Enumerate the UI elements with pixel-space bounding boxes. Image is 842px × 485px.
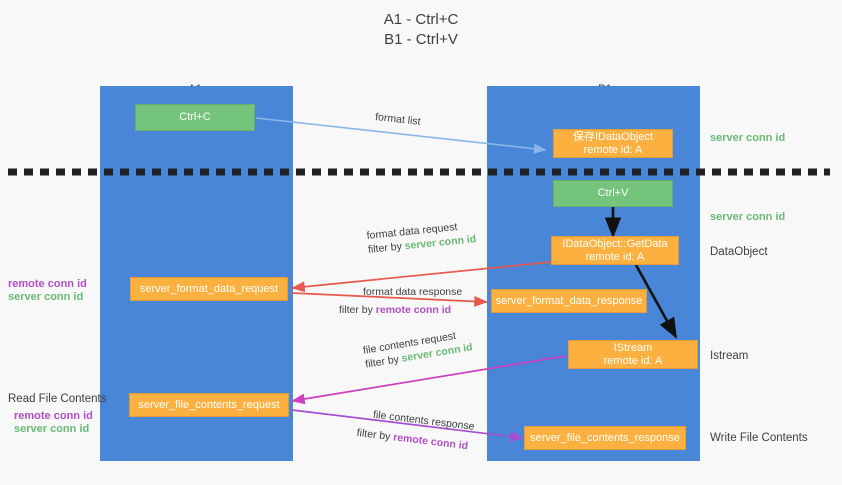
box-ctrl-v[interactable]: Ctrl+V — [553, 180, 673, 207]
edge-label-fdresp-line2: filter by remote conn id — [339, 299, 462, 317]
edge-label-fcresp-prefix: filter by — [356, 426, 394, 444]
left-label-2-remote-conn-id: remote conn id — [14, 410, 93, 422]
box-getdata-line1: IDataObject::GetData — [562, 237, 668, 250]
box-istream-line1: IStream — [613, 341, 653, 354]
edge-label-file-contents-request: file contents request filter by server c… — [362, 326, 474, 371]
right-label-dataobject: DataObject — [710, 246, 768, 258]
box-getdata-line2: remote id: A — [585, 250, 645, 263]
box-idataobject-getdata[interactable]: IDataObject::GetData remote id: A — [551, 236, 679, 265]
left-label-1-server-conn-id: server conn id — [8, 291, 84, 303]
right-label-server-conn-id-1: server conn id — [710, 132, 786, 144]
edge-label-fcresp-key: remote conn id — [392, 431, 469, 453]
edge-label-fdresp-key: remote conn id — [375, 304, 452, 316]
box-server-format-data-response[interactable]: server_format_data_response — [491, 289, 647, 313]
box-server-file-contents-response-label: server_file_contents_response — [530, 431, 680, 444]
right-label-server-conn-id-2: server conn id — [710, 211, 786, 223]
box-server-file-contents-response[interactable]: server_file_contents_response — [524, 426, 686, 450]
box-istream[interactable]: IStream remote id: A — [568, 340, 698, 369]
box-ctrl-c-label: Ctrl+C — [179, 111, 211, 123]
edge-label-fdresp-prefix: filter by — [339, 304, 376, 316]
edge-label-fdresp-line1: format data response — [363, 286, 463, 298]
box-server-format-data-response-label: server_format_data_response — [495, 294, 643, 307]
box-server-file-contents-request[interactable]: server_file_contents_request — [129, 393, 289, 417]
box-server-file-contents-request-label: server_file_contents_request — [138, 398, 280, 411]
page-title: A1 - Ctrl+C B1 - Ctrl+V — [383, 11, 459, 48]
left-label-block-1: remote conn id server conn id — [8, 278, 87, 304]
edge-label-fdreq-prefix: filter by — [367, 240, 406, 256]
right-label-write-file-contents: Write File Contents — [710, 432, 808, 444]
edge-label-format-list: format list — [374, 110, 422, 129]
box-server-format-data-request[interactable]: server_format_data_request — [130, 277, 288, 301]
box-ctrl-c[interactable]: Ctrl+C — [135, 104, 255, 131]
edge-label-format-list-line1: format list — [374, 110, 422, 128]
box-save-idataobject-line2: remote id: A — [583, 143, 643, 156]
box-save-idataobject-line1: 保存IDataObject — [572, 130, 654, 143]
box-save-idataobject[interactable]: 保存IDataObject remote id: A — [553, 129, 673, 158]
left-label-1-remote-conn-id: remote conn id — [8, 278, 87, 290]
edge-label-format-data-response: format data response filter by remote co… — [339, 285, 462, 317]
left-label-block-2: remote conn id server conn id — [14, 410, 93, 436]
right-label-istream: Istream — [710, 350, 749, 362]
box-server-format-data-request-label: server_format_data_request — [139, 282, 279, 295]
left-label-read-file-contents: Read File Contents — [8, 393, 107, 405]
edge-label-file-contents-response: file contents response filter by remote … — [356, 406, 475, 454]
box-ctrl-v-label: Ctrl+V — [597, 187, 629, 199]
box-istream-line2: remote id: A — [603, 354, 663, 367]
edge-label-format-data-request: format data request filter by server con… — [366, 218, 477, 257]
left-label-2-server-conn-id: server conn id — [14, 423, 90, 435]
